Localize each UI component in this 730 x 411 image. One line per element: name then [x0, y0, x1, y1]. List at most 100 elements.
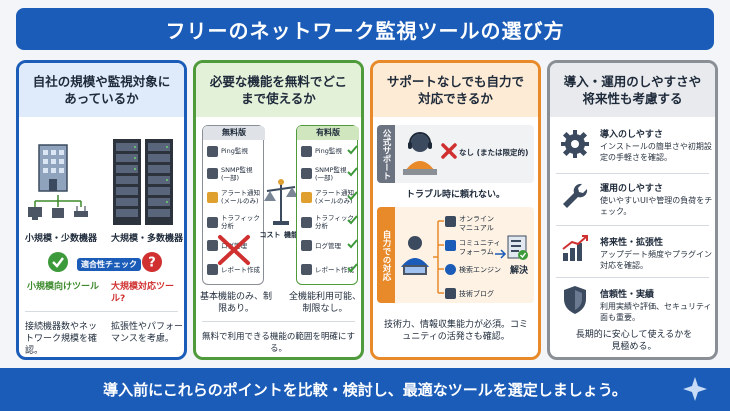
free-item: トラフィック 分析 [221, 214, 260, 230]
small-network-icon [28, 195, 88, 220]
page-title: フリーのネットワーク監視ツールの選び方 [165, 18, 565, 43]
resource-item: 技術ブログ [459, 290, 494, 298]
cost-label: コスト [259, 231, 281, 239]
snmp-icon [207, 168, 218, 179]
paid-item: SNMP監視 (一部) [315, 166, 347, 182]
large-scale-label: 大規模・多数機器 [111, 234, 184, 244]
paid-item: ログ管理 [315, 242, 341, 250]
sparkle-icon [683, 377, 707, 401]
paid-item: Ping監視 [315, 147, 342, 155]
report-icon [207, 264, 218, 275]
report-icon [301, 264, 312, 275]
function-label: 機能 [284, 231, 298, 239]
svg-text:?: ? [148, 256, 156, 271]
note-device-count: 接続機器数やネットワーク規模を確認。 [25, 322, 98, 356]
large-tool-label: 大規模対応ツール? [111, 282, 175, 304]
note-free-limits: 基本機能のみ、制限あり。 [199, 292, 272, 314]
free-item: アラート通知 (メールのみ) [221, 189, 260, 205]
header-banner: フリーのネットワーク監視ツールの選び方 [16, 8, 714, 50]
free-plan-box: 無料版 Ping監視 SNMP監視 (一部) アラート通知 (メールのみ) トラ… [202, 125, 265, 285]
growth-chart-icon [562, 235, 588, 261]
resolve-label: 解決 [510, 266, 529, 276]
support-agent-icon [403, 132, 437, 175]
reliability-title: 信頼性・実績 [600, 290, 655, 300]
card-scale-title: 自社の規模や監視対象にあっているか [19, 63, 184, 117]
free-item: SNMP監視 (一部) [221, 166, 253, 182]
balance-scale-icon [264, 179, 298, 225]
card-support: サポートなしでも自力で対応できるか 公式サポート なし (または限定的) トラブ… [370, 60, 541, 360]
future-proof-title: 将来性・拡張性 [600, 238, 664, 248]
traffic-chart-icon [207, 217, 218, 228]
paid-item: レポート作成 [315, 266, 354, 274]
check-circle-icon [48, 252, 68, 272]
small-scale-label: 小規模・少数機器 [25, 234, 98, 244]
ping-icon [207, 146, 218, 157]
community-icon [445, 240, 456, 251]
ease-of-install-desc: インストールの簡単さや初期設定の手軽さを確認。 [600, 142, 712, 162]
small-tool-label: 小規模向けツール [27, 282, 100, 292]
fit-check-pill: 適合性チェック [77, 258, 141, 271]
snmp-icon [301, 168, 312, 179]
official-support-label: 公式サポート [377, 125, 395, 183]
ease-of-operation-title: 運用のしやすさ [600, 184, 663, 194]
paid-plan-label: 有料版 [297, 126, 359, 140]
note-free-scope: 無料で利用できる機能の範囲を明確にする。 [202, 332, 355, 354]
free-plan-label: 無料版 [203, 126, 265, 140]
server-rack-icon [113, 139, 173, 225]
self-support-label: 自力での対応 [377, 207, 395, 303]
footer-banner: 導入前にこれらのポイントを比較・検討し、最適なツールを選定しましょう。 [0, 368, 730, 411]
mail-icon [301, 192, 312, 203]
shield-icon [564, 286, 586, 314]
note-long-term: 長期的に安心して使えるかを見極める。 [575, 330, 693, 352]
card-support-title: サポートなしでも自力で対応できるか [373, 63, 538, 117]
note-scalability: 拡張性やパフォーマンスを考慮。 [111, 322, 184, 344]
cross-icon [441, 143, 457, 159]
manual-book-icon [445, 216, 456, 227]
office-building-icon [38, 144, 68, 192]
paid-plan-box: 有料版 Ping監視 SNMP監視 (一部) アラート通知 (メールのみ) トラ… [296, 125, 359, 285]
resource-item: オンライン マニュアル [459, 215, 494, 232]
wrench-icon [563, 183, 588, 208]
card-scale: 自社の規模や監視対象にあっているか 小規模・少数機器 大規模・多数機器 適合性チ… [16, 60, 187, 360]
paid-item: アラート通知 (メールのみ) [315, 189, 354, 205]
no-rely-label: トラブル時に頼れない。 [405, 190, 505, 200]
paid-item: トラフィック 分析 [315, 214, 354, 230]
free-item: ログ管理 [221, 242, 247, 250]
divider [556, 277, 709, 278]
ease-of-operation-desc: 使いやすいUIや管理の負荷をチェック。 [600, 196, 713, 216]
card-features-title: 必要な機能を無料でどこまで使えるか [196, 63, 361, 117]
card-operation: 導入・運用のしやすさや将来性も考慮する 導入のしやすさ インストールの簡単さや初… [547, 60, 718, 360]
card-operation-title: 導入・運用のしやすさや将来性も考慮する [550, 63, 715, 117]
person-at-laptop-icon [401, 236, 429, 275]
check-marks-icon [347, 145, 358, 273]
note-self-skill: 技術力、情報収集能力が必須。コミュニティの活発さも確認。 [383, 320, 528, 342]
branch-lines [433, 220, 444, 294]
log-icon [301, 240, 312, 251]
blog-icon [445, 288, 456, 299]
log-icon [207, 240, 218, 251]
mail-icon [207, 192, 218, 203]
gear-icon [561, 130, 589, 158]
arrow-right-icon [495, 249, 507, 259]
ping-icon [301, 146, 312, 157]
cross-mark-icon [218, 235, 250, 265]
divider [202, 321, 355, 322]
divider [556, 225, 709, 226]
free-item: Ping監視 [221, 147, 248, 155]
question-circle-icon: ? [142, 252, 162, 272]
traffic-chart-icon [301, 217, 312, 228]
card-features: 必要な機能を無料でどこまで使えるか 無料版 Ping監視 SNMP監視 (一部)… [193, 60, 364, 360]
reliability-desc: 利用実績や評価、セキュリティ面も重要。 [600, 302, 712, 322]
divider [556, 173, 709, 174]
future-proof-desc: アップデート頻度やプラグイン対応を確認。 [600, 250, 712, 270]
divider [25, 311, 178, 312]
note-paid-full: 全機能利用可能、制限なし。 [288, 292, 361, 314]
checklist-icon [507, 235, 528, 260]
resource-item: 検索エンジン [459, 266, 501, 274]
search-icon [445, 264, 456, 275]
no-support-label: なし (または限定的) [459, 148, 529, 157]
free-item: レポート作成 [221, 266, 260, 274]
ease-of-install-title: 導入のしやすさ [600, 130, 663, 140]
footer-message: 導入前にこれらのポイントを比較・検討し、最適なツールを選定しましょう。 [103, 381, 627, 399]
resource-item: コミュニティ フォーラム [459, 239, 501, 256]
